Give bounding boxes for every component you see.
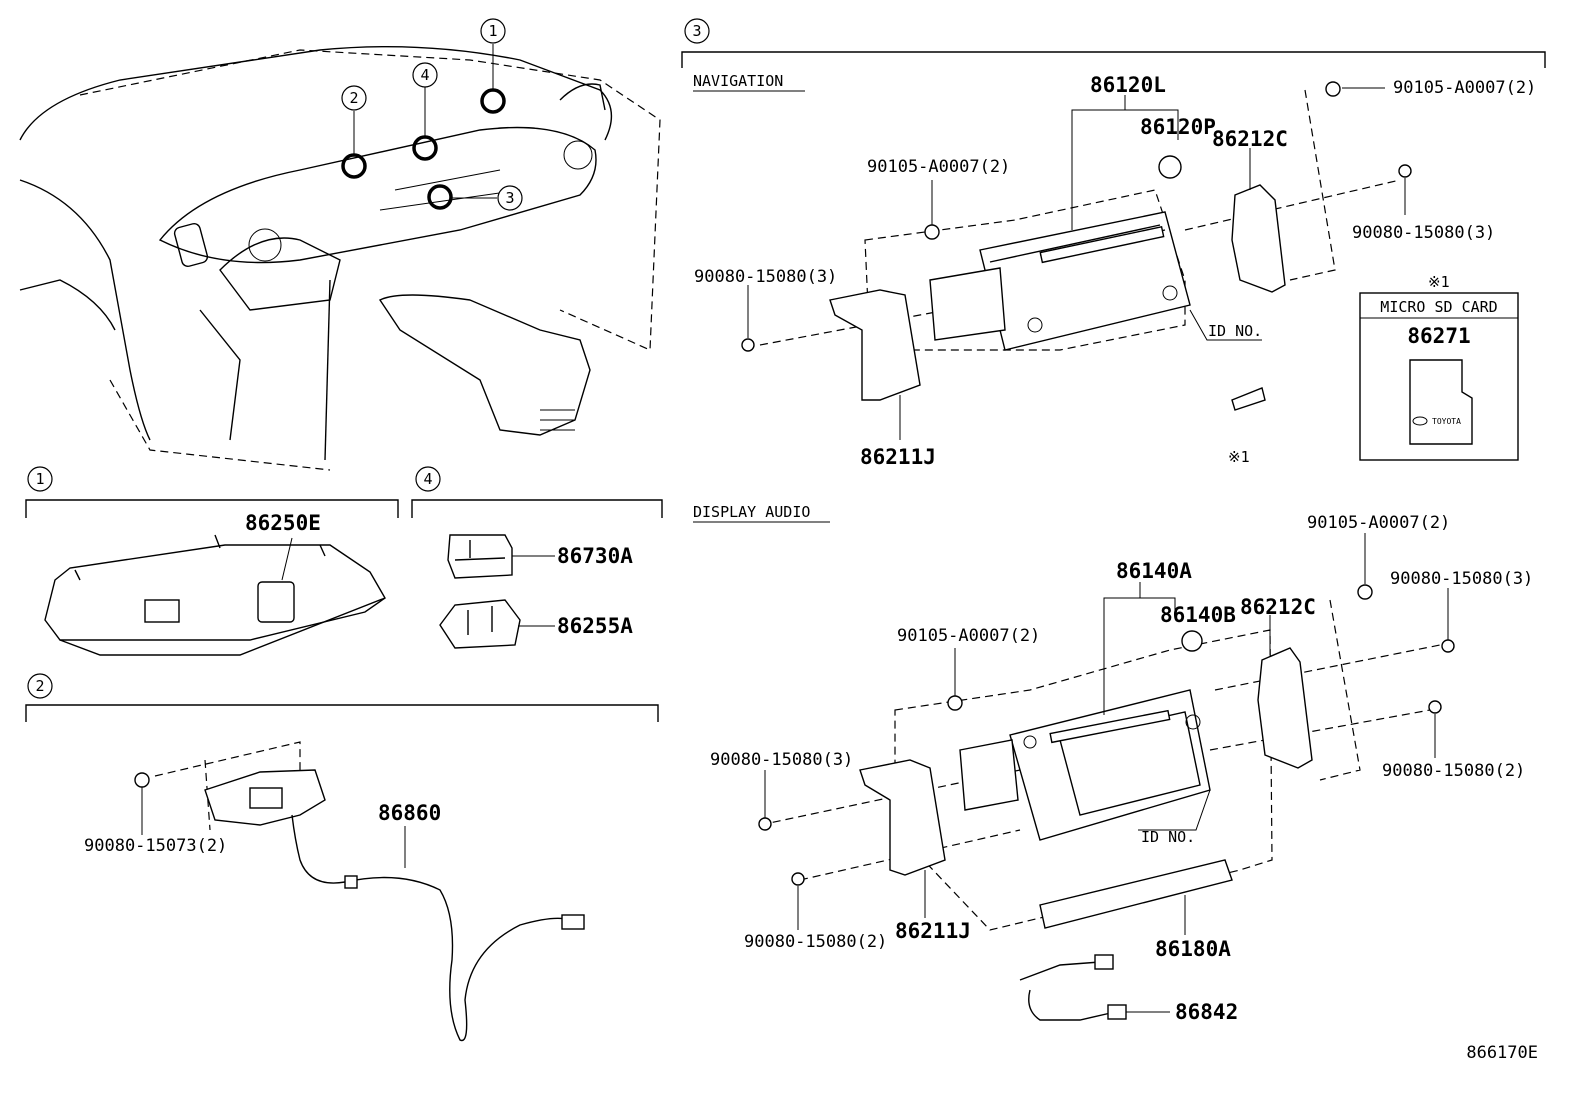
navigation-assembly: NAVIGATION 86120L (693, 72, 1536, 469)
part-90080-nav-left-label: 90080-15080(3) (694, 267, 837, 287)
part-86212C-nav-label: 86212C (1212, 127, 1288, 151)
part-90080-15073-label: 90080-15073(2) (84, 836, 227, 856)
navigation-section-label: NAVIGATION (693, 72, 783, 90)
part-86140A-label: 86140A (1116, 559, 1192, 583)
sd-ref-mark-label: ※1 (1428, 273, 1450, 291)
display-audio-assembly: DISPLAY AUDIO (693, 503, 1533, 1024)
figure-id: 866170E (1466, 1043, 1538, 1063)
toyota-logo-text: TOYOTA (1432, 417, 1461, 426)
section-3-callout: 3 (692, 22, 701, 40)
part-86212C-da-label: 86212C (1240, 595, 1316, 619)
part-86255A-label: 86255A (557, 614, 633, 638)
part-86250E-label: 86250E (245, 511, 321, 535)
nav-id-no-label: ID NO. (1208, 322, 1262, 340)
dashboard-overview (19, 44, 661, 471)
callout-2-overview: 2 (341, 85, 367, 111)
micro-sd-card-box: ※1 MICRO SD CARD 86271 TOYOTA (1359, 273, 1519, 461)
part-86140B-label: 86140B (1160, 603, 1236, 627)
callout-2-label: 2 (349, 89, 358, 107)
part-86211J-nav-label: 86211J (860, 445, 936, 469)
section-2: 2 86860 90080-15073(2) (25, 673, 659, 1042)
part-90105-da-top-label: 90105-A0007(2) (1307, 513, 1450, 533)
part-90105-da-left-label: 90105-A0007(2) (897, 626, 1040, 646)
part-90080-da-left2-label: 90080-15080(2) (744, 932, 887, 952)
part-86180A-label: 86180A (1155, 937, 1231, 961)
part-86730A-label: 86730A (557, 544, 633, 568)
part-90105-nav-left-label: 90105-A0007(2) (867, 157, 1010, 177)
da-id-no-label: ID NO. (1141, 828, 1195, 846)
callout-4-label: 4 (420, 66, 429, 84)
part-90080-da-right3-label: 90080-15080(3) (1390, 569, 1533, 589)
callout-3-label: 3 (505, 189, 514, 207)
callout-1-overview: 1 (480, 18, 506, 44)
display-audio-section-label: DISPLAY AUDIO (693, 503, 810, 521)
section-4-callout: 4 (423, 470, 432, 488)
section-3-header: 3 (681, 18, 1546, 68)
part-86271-label: 86271 (1407, 324, 1470, 348)
callout-1-label: 1 (488, 22, 497, 40)
part-86211J-da-label: 86211J (895, 919, 971, 943)
nav-ref-mark-label: ※1 (1228, 448, 1250, 466)
part-90080-nav-right-label: 90080-15080(3) (1352, 223, 1495, 243)
callout-4-overview: 4 (412, 62, 438, 88)
part-90080-da-left3-label: 90080-15080(3) (710, 750, 853, 770)
part-86842-label: 86842 (1175, 1000, 1238, 1024)
part-86120L-label: 86120L (1090, 73, 1166, 97)
section-2-callout: 2 (35, 677, 44, 695)
section-4: 4 86730A 86255A (411, 466, 663, 649)
callout-3-overview: 3 (497, 185, 523, 211)
part-86120P-label: 86120P (1140, 115, 1216, 139)
section-1-callout: 1 (35, 470, 44, 488)
part-90080-da-right2-label: 90080-15080(2) (1382, 761, 1525, 781)
sd-card-title: MICRO SD CARD (1380, 298, 1497, 316)
section-1: 1 86250E (25, 466, 399, 656)
part-86860-label: 86860 (378, 801, 441, 825)
part-90105-nav-top-label: 90105-A0007(2) (1393, 78, 1536, 98)
